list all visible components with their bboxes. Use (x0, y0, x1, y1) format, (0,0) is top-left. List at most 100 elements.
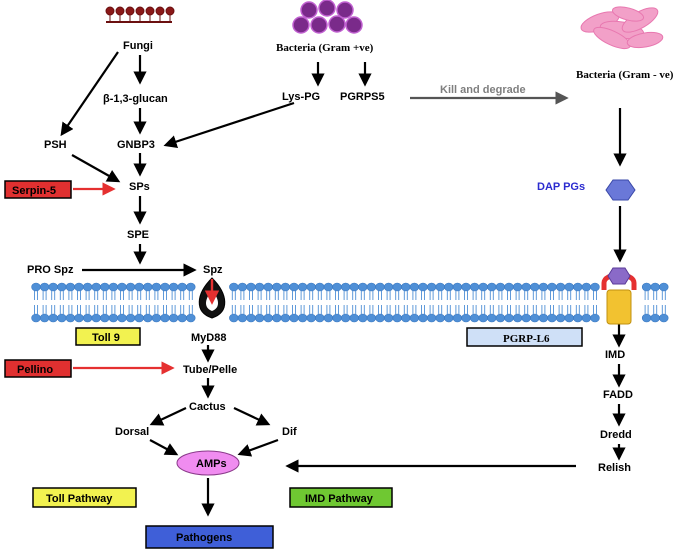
lipid-head (547, 313, 557, 323)
lipid-head (409, 313, 420, 323)
lipid-head (74, 282, 84, 292)
lipid-head (512, 313, 523, 323)
lipid-head (306, 282, 316, 292)
lipid-head (366, 313, 377, 323)
node-dap-pgs: DAP PGs (537, 181, 585, 193)
lipid-head (590, 282, 600, 292)
toll-pathway-label: Toll Pathway (46, 493, 113, 505)
lipid-head (332, 313, 342, 323)
fungi-icon (105, 6, 175, 23)
cell-membrane (31, 282, 669, 323)
lipid-head (478, 282, 488, 292)
node-pgrps5: PGRPS5 (340, 91, 385, 103)
lipid-head (426, 313, 437, 323)
pgrp-l6-label: PGRP-L6 (503, 333, 550, 345)
lipid-head (272, 282, 282, 292)
lipid-head (297, 313, 308, 323)
lipid-head (65, 282, 76, 292)
lipid-head (641, 313, 652, 323)
lipid-head (280, 313, 291, 323)
node-dif: Dif (282, 426, 297, 438)
gram-positive-bacteria-icon (292, 0, 363, 34)
node-fadd: FADD (603, 389, 633, 401)
lipid-head (168, 313, 179, 323)
lipid-head (392, 313, 402, 323)
node-psh: PSH (44, 139, 67, 151)
lipid-head (478, 313, 488, 323)
node-imd: IMD (605, 349, 625, 361)
node-cactus: Cactus (189, 401, 226, 413)
pgrp-l6-box: PGRP-L6 (466, 327, 583, 347)
lipid-head (263, 313, 273, 323)
lipid-head (555, 313, 566, 323)
lipid-head (366, 282, 377, 292)
arrow-dif-amps (237, 438, 279, 457)
lipid-head (650, 282, 660, 292)
lipid-head (117, 313, 127, 323)
lipid-head (538, 282, 549, 292)
node-tube-pelle: Tube/Pelle (183, 364, 237, 376)
lipid-head (82, 282, 93, 292)
lipid-head (461, 282, 471, 292)
pgrp-receptor-icon (601, 267, 637, 325)
lipid-head (392, 282, 402, 292)
dap-pgs-hexagon-icon (605, 179, 636, 201)
node-bacteria-gram-neg: Bacteria (Gram - ve) (576, 69, 674, 81)
lipid-head (650, 313, 660, 323)
arrow-cactus-dorsal (149, 407, 187, 426)
lipid-head (383, 282, 394, 292)
lipid-head (401, 313, 411, 323)
imd-pathway-label: IMD Pathway (305, 493, 374, 505)
lipid-head (469, 282, 480, 292)
lipid-head (538, 313, 549, 323)
lipid-head (659, 282, 669, 292)
lipid-head (177, 282, 187, 292)
lipid-head (151, 282, 162, 292)
lipid-head (452, 313, 463, 323)
lipid-head (48, 313, 58, 323)
lipid-head (39, 282, 50, 292)
node-dorsal: Dorsal (115, 426, 149, 438)
lipid-head (521, 313, 531, 323)
lipid-head (134, 313, 144, 323)
lipid-head (530, 282, 540, 292)
lipid-head (555, 282, 566, 292)
toll-receptor-icon (198, 277, 226, 319)
node-bacteria-gram-pos: Bacteria (Gram +ve) (276, 42, 374, 54)
lipid-head (564, 313, 574, 323)
lipid-head (229, 282, 239, 292)
lipid-head (375, 313, 385, 323)
arrow-fungi-psh (60, 51, 119, 137)
lipid-head (409, 282, 420, 292)
node-sps: SPs (129, 181, 150, 193)
lipid-head (151, 313, 162, 323)
lipid-head (495, 313, 506, 323)
lipid-head (573, 282, 583, 292)
serpin5-label: Serpin-5 (12, 185, 56, 197)
lipid-head (246, 313, 256, 323)
lipid-head (246, 282, 256, 292)
lipid-head (31, 282, 41, 292)
amps-label: AMPs (196, 458, 227, 470)
lipid-head (48, 282, 58, 292)
lipid-head (100, 313, 110, 323)
lipid-head (57, 282, 67, 292)
lipid-head (401, 282, 411, 292)
lipid-head (125, 282, 136, 292)
lipid-head (444, 282, 454, 292)
lipid-head (469, 313, 480, 323)
lipid-head (297, 282, 308, 292)
lipid-head (57, 313, 67, 323)
lipid-head (315, 313, 325, 323)
lipid-head (134, 282, 144, 292)
pellino-box: Pellino (4, 359, 72, 378)
lipid-head (323, 282, 334, 292)
node-spe: SPE (127, 229, 149, 241)
lipid-head (426, 282, 437, 292)
lipid-head (254, 282, 265, 292)
pellino-label: Pellino (17, 364, 53, 376)
arrow-psh-sps (71, 154, 121, 183)
lipid-head (65, 313, 76, 323)
lipid-head (125, 313, 136, 323)
imd-pathway-box: IMD Pathway (289, 487, 393, 508)
